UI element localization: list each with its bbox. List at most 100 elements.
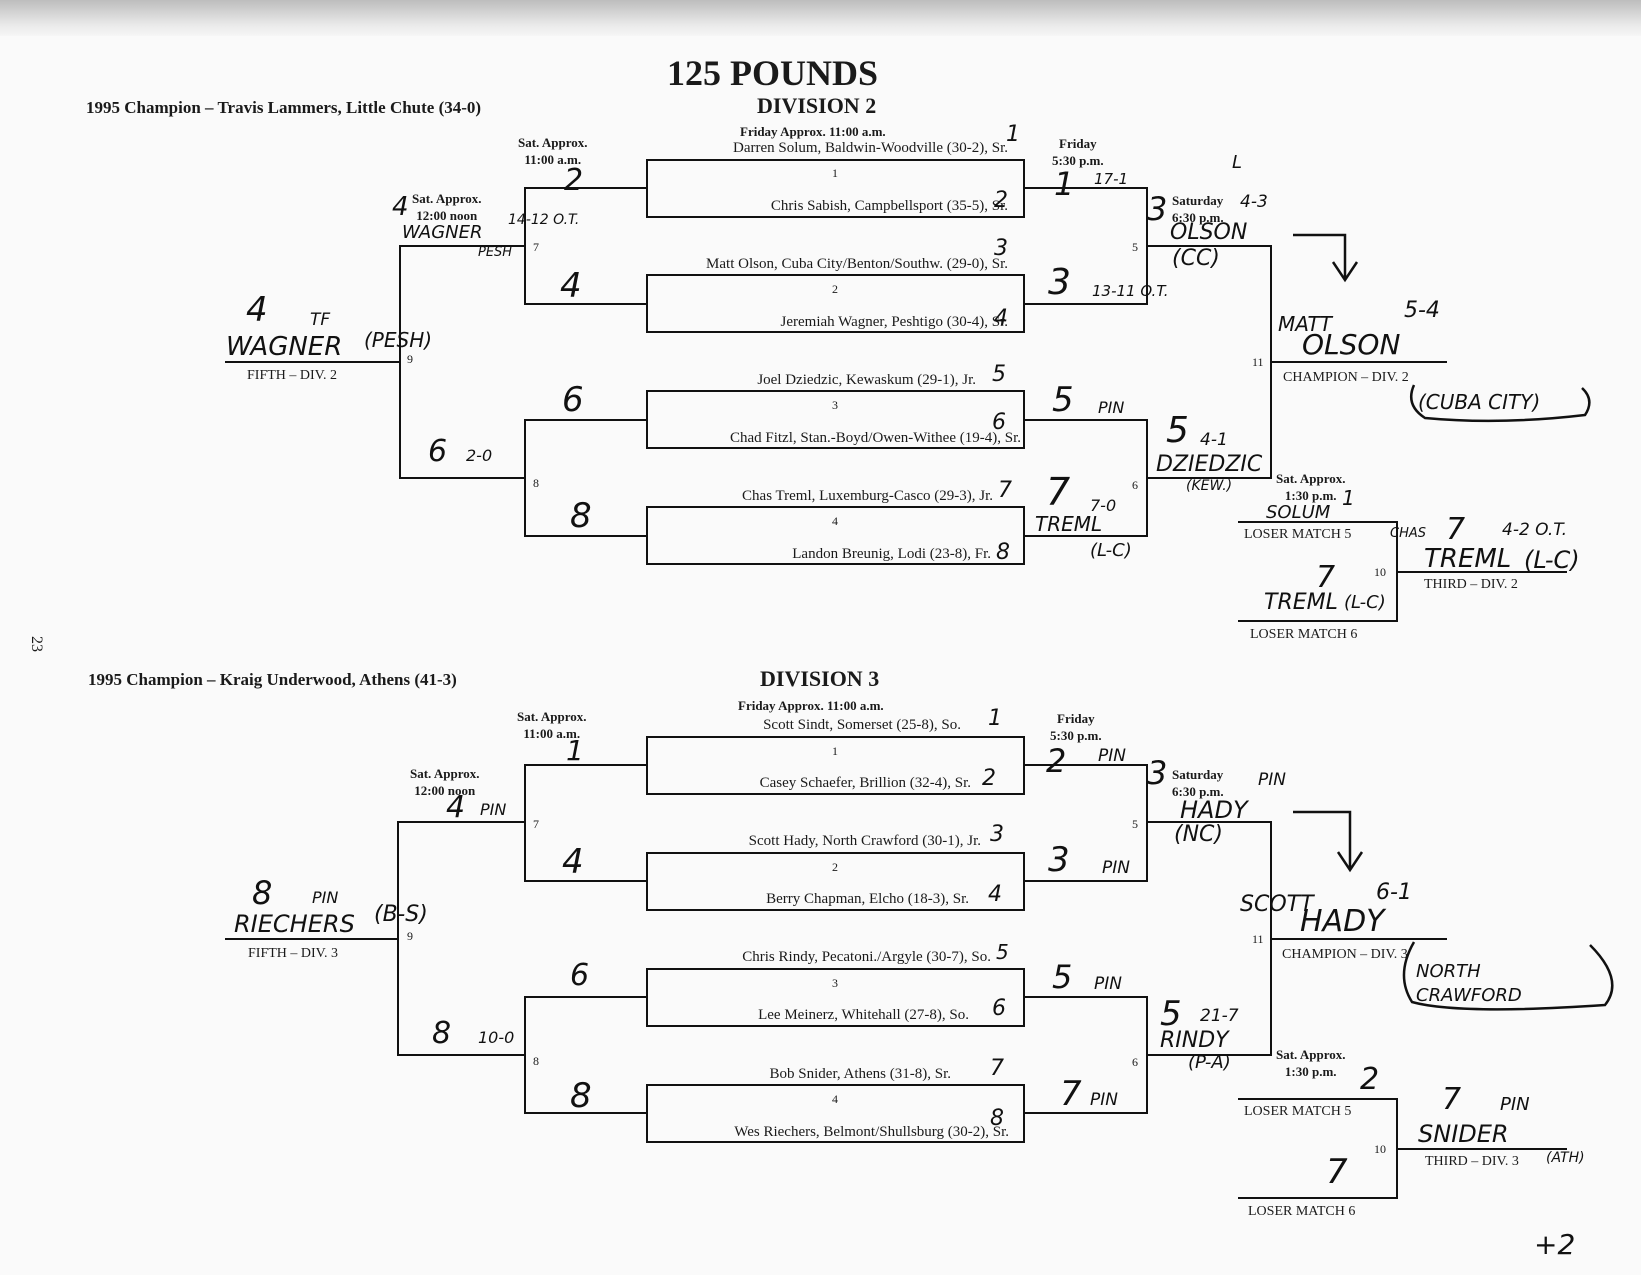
handwritten-seed: 1 — [988, 706, 1002, 731]
entrant-2: Casey Schaefer, Brillion (32-4), Sr. — [759, 775, 971, 791]
handwritten-winner: 3 — [1048, 262, 1071, 303]
handwritten-name: SOLUM — [1266, 502, 1331, 523]
handwritten-winner: 7 — [1326, 1152, 1348, 1192]
scan-top-shadow — [0, 0, 1641, 36]
match-number: 5 — [1132, 240, 1138, 254]
handwritten-seed: 5 — [992, 362, 1006, 387]
fifth-time: Sat. Approx. 12:00 noon — [412, 191, 482, 223]
handwritten-school: NORTH CRAWFORD — [1416, 961, 1522, 1006]
handwritten-seed: 6 — [992, 996, 1006, 1021]
handwritten-winner: 7 — [1446, 512, 1466, 547]
handwritten-score: 10-0 — [478, 1028, 515, 1047]
handwritten-score: TF — [310, 310, 331, 330]
handwritten-score: PIN — [1098, 398, 1125, 417]
handwritten-name: OLSON — [1170, 220, 1248, 245]
handwritten-name: TREML — [1264, 590, 1338, 615]
first-round-time: Friday Approx. 11:00 a.m. — [740, 124, 886, 139]
match-number: 9 — [407, 929, 413, 943]
handwritten-name: HADY — [1180, 796, 1248, 824]
entrant-8: Wes Riechers, Belmont/Shullsburg (30-2),… — [734, 1124, 1009, 1140]
entrant-1: Darren Solum, Baldwin-Woodville (30-2), … — [732, 140, 1008, 156]
handwritten-seed: 2 — [994, 188, 1008, 213]
handwritten-score: PIN — [312, 888, 339, 907]
match-number: 11 — [1252, 932, 1264, 946]
third-time: Sat. Approx. 1:30 p.m. — [1276, 471, 1346, 503]
handwritten-school: PESH — [478, 245, 513, 260]
champion-name: OLSON — [1302, 328, 1401, 361]
entrant-1: Scott Sindt, Somerset (25-8), So. — [763, 717, 961, 733]
loser-match-6-label: LOSER MATCH 6 — [1250, 627, 1358, 642]
match-number: 3 — [832, 398, 838, 412]
third-time: Sat. Approx. 1:30 p.m. — [1276, 1047, 1346, 1079]
third-label: THIRD – DIV. 2 — [1424, 577, 1518, 592]
handwritten-score: 4-3 — [1240, 192, 1268, 212]
handwritten-mark: 2 — [1360, 1062, 1380, 1097]
match-number: 1 — [832, 744, 838, 758]
fifth-label: FIFTH – DIV. 2 — [247, 368, 337, 383]
handwritten-winner: 1 — [1054, 165, 1075, 203]
handwritten-seed: 5 — [996, 940, 1009, 964]
handwritten-school: (P-A) — [1188, 1052, 1231, 1073]
handwritten-winner: 3 — [1147, 190, 1168, 228]
loser-match-5-label: LOSER MATCH 5 — [1244, 1104, 1352, 1119]
handwritten-seed: 7 — [998, 478, 1012, 503]
handwritten-score: PIN — [1090, 1090, 1118, 1110]
handwritten-score: 6-1 — [1376, 880, 1412, 905]
division-title: DIVISION 3 — [760, 666, 880, 691]
entrant-6: Chad Fitzl, Stan.-Boyd/Owen-Withee (19-4… — [729, 430, 1021, 446]
handwritten-school: (CC) — [1172, 246, 1220, 271]
first-round-time: Friday Approx. 11:00 a.m. — [738, 698, 884, 713]
match-number: 5 — [1132, 817, 1138, 831]
handwritten-winner: 8 — [252, 874, 273, 912]
handwritten-score: PIN — [1500, 1094, 1530, 1115]
handwritten-seed: 3 — [990, 822, 1004, 847]
match-number: 10 — [1374, 1142, 1386, 1156]
handwritten-school: (CUBA CITY) — [1418, 390, 1541, 414]
handwritten-score: 2-0 — [466, 446, 493, 465]
handwritten-seed: 7 — [990, 1056, 1004, 1081]
handwritten-winner: 8 — [570, 496, 592, 536]
champion-label: CHAMPION – DIV. 3 — [1282, 947, 1408, 962]
entrant-7: Bob Snider, Athens (31-8), Sr. — [769, 1066, 951, 1082]
handwritten-score: PIN — [1094, 974, 1122, 994]
handwritten-winner: 3 — [1147, 754, 1168, 792]
consolation-time: Sat. Approx. 11:00 a.m. — [517, 709, 587, 741]
handwritten-name: MATT — [1278, 312, 1332, 336]
consolation-time: Sat. Approx. 11:00 a.m. — [518, 135, 588, 167]
match-number: 1 — [832, 166, 838, 180]
champion-name: HADY — [1300, 904, 1385, 939]
semi-time: Friday 5:30 p.m. — [1050, 711, 1102, 743]
prior-champion: 1995 Champion – Kraig Underwood, Athens … — [88, 670, 457, 689]
match-number: 6 — [1132, 1055, 1138, 1069]
handwritten-winner: 4 — [446, 790, 466, 825]
handwritten-score: 4-2 O.T. — [1502, 520, 1568, 540]
handwritten-school: (ATH) — [1546, 1150, 1585, 1166]
footer-mark: +2 — [1534, 1228, 1576, 1261]
match-number: 11 — [1252, 355, 1264, 369]
entrant-4: Jeremiah Wagner, Peshtigo (30-4), Sr. — [780, 314, 1008, 330]
match-number: 6 — [1132, 478, 1138, 492]
handwritten-winner: 7 — [1442, 1082, 1462, 1117]
loser-match-6-label: LOSER MATCH 6 — [1248, 1204, 1356, 1219]
handwritten-score: 17-1 — [1094, 170, 1129, 188]
handwritten-mark: 1 — [1342, 486, 1355, 510]
handwritten-school: (L-C) — [1524, 546, 1580, 574]
page-title: 125 POUNDS — [667, 53, 879, 93]
handwritten-winner: 8 — [570, 1076, 592, 1116]
handwritten-score: 21-7 — [1200, 1006, 1239, 1026]
handwritten-score: 5-4 — [1404, 298, 1440, 323]
fifth-time: Sat. Approx. 12:00 noon — [410, 766, 480, 798]
entrant-3: Scott Hady, North Crawford (30-1), Jr. — [748, 833, 981, 849]
champion-label: CHAMPION – DIV. 2 — [1283, 370, 1409, 385]
match-number: 3 — [832, 976, 838, 990]
match-number: 2 — [832, 860, 838, 874]
handwritten-score: PIN — [1102, 858, 1130, 878]
handwritten-school: (KEW.) — [1186, 478, 1233, 494]
handwritten-winner: 4 — [246, 290, 268, 330]
third-name: SNIDER — [1418, 1120, 1509, 1148]
entrant-4: Berry Chapman, Elcho (18-3), Sr. — [766, 891, 969, 907]
handwritten-winner: 3 — [1048, 840, 1070, 880]
handwritten-score: 14-12 O.T. — [508, 212, 580, 228]
handwritten-seed: 4 — [988, 882, 1002, 907]
